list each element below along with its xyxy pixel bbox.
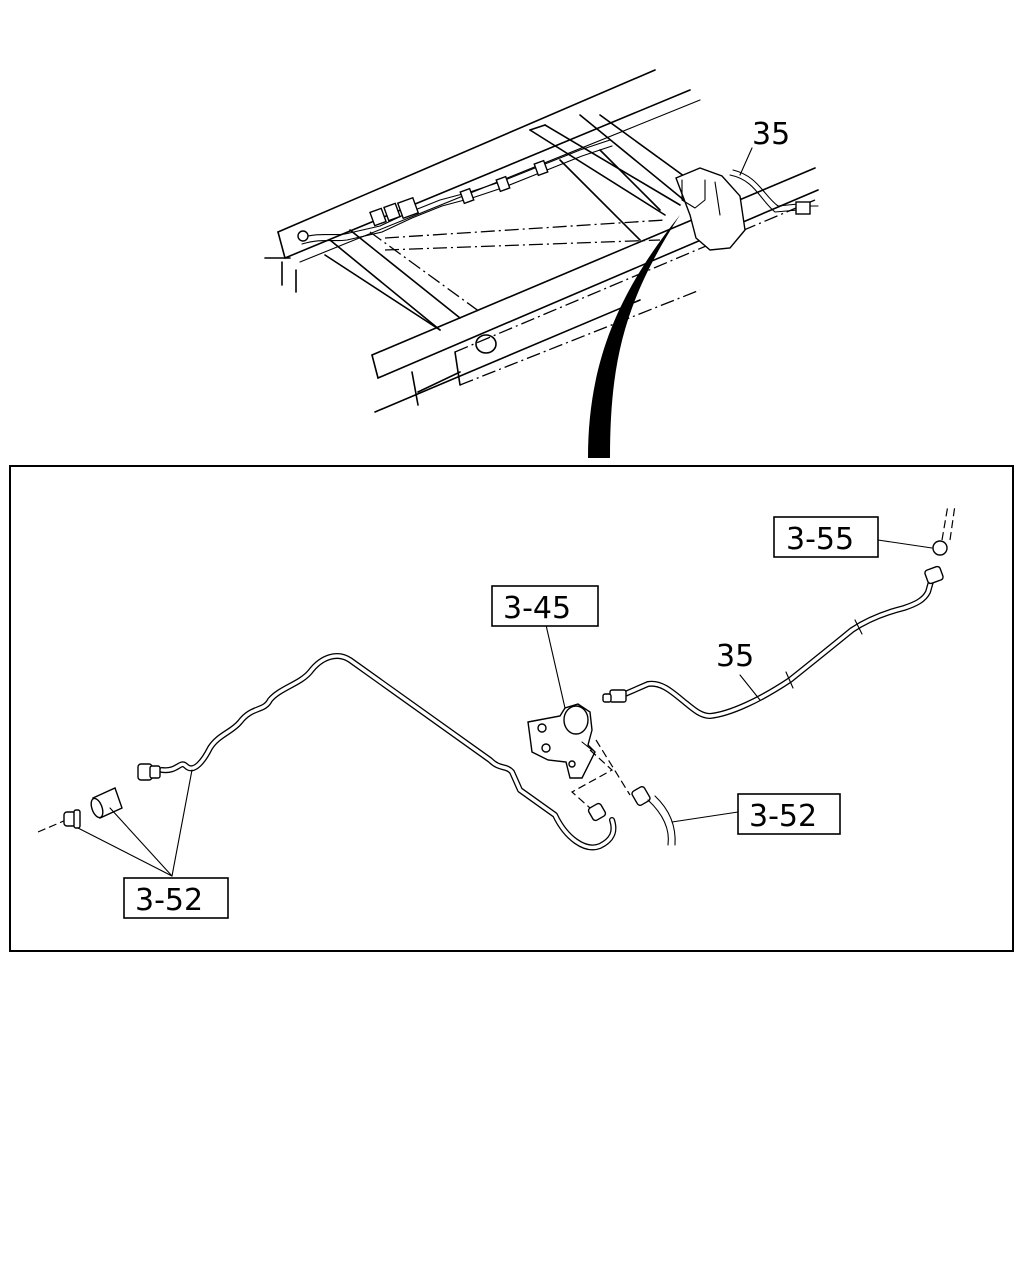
callout-3-55: 3-55 [786,522,854,557]
detail-pointer [588,215,680,458]
frame-overview: 35 [264,69,819,458]
callout-3-52-left: 3-52 [135,883,203,918]
detail-frame [9,465,1014,952]
callout-35-detail: 35 [716,639,754,674]
brake-pipe-detail: 3-55 3-45 35 3-52 3-52 [37,504,956,919]
callout-3-45: 3-45 [503,591,571,626]
callout-35-top: 35 [752,117,790,152]
callout-3-52-right: 3-52 [749,799,817,834]
